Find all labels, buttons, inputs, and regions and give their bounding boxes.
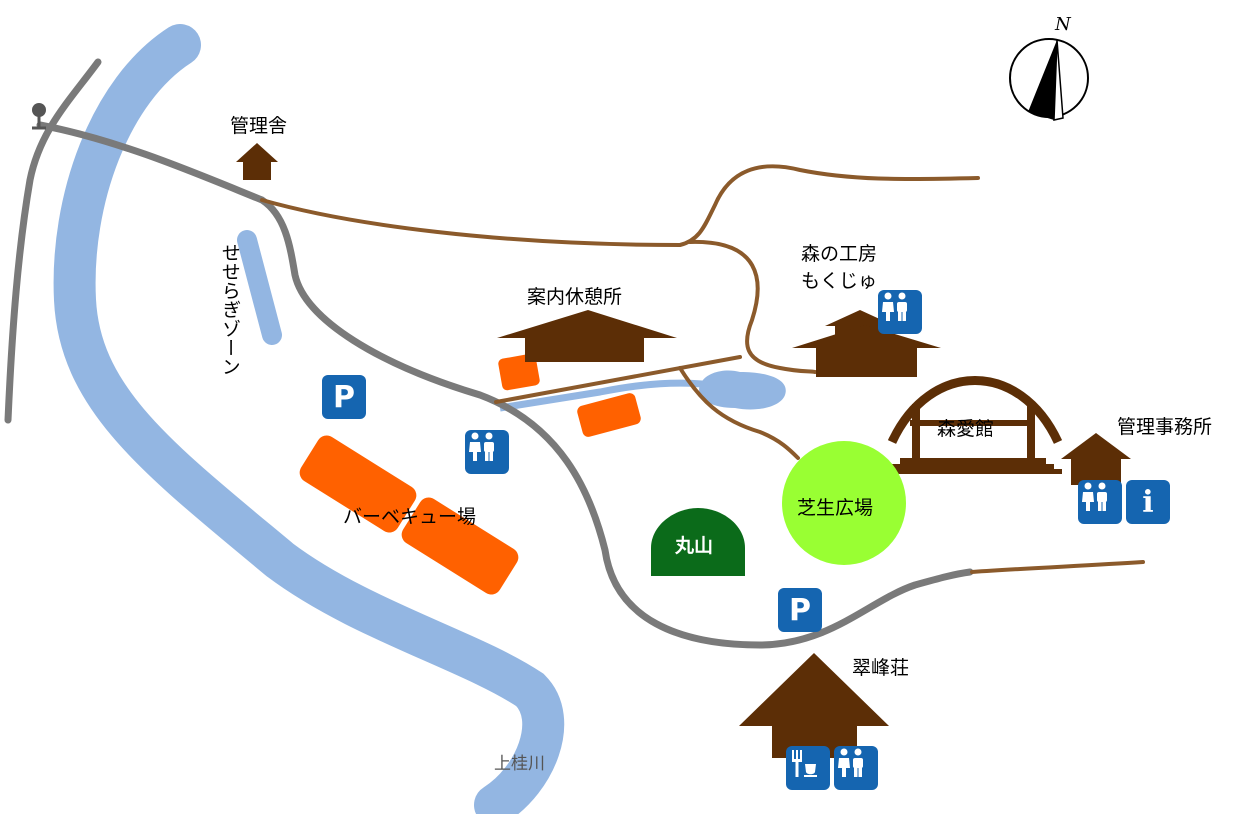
kanrisha-label: 管理舎 — [230, 115, 288, 137]
annai-kyukeisho-label: 案内休憩所 — [527, 286, 623, 308]
maruyama-hill — [651, 508, 745, 576]
mori-no-koubou-label: 森の工房 — [801, 243, 878, 265]
main-road — [4, 58, 102, 424]
restroom-icon[interactable] — [1078, 480, 1122, 524]
restroom-icon[interactable] — [878, 290, 922, 334]
river-kamikatsura — [53, 24, 565, 814]
seseragi-channel — [237, 230, 282, 345]
bbq-label: バーベキュー場 — [343, 506, 477, 528]
shinaikan-building — [886, 376, 1063, 474]
mokuju-label: もくじゅ — [801, 270, 878, 292]
parking-icon[interactable]: P — [778, 588, 822, 632]
bus-stop-icon — [32, 103, 46, 130]
parking-letter: P — [333, 379, 355, 415]
parking-letter: P — [789, 592, 811, 628]
bbq-areas — [299, 353, 641, 595]
shibafu-lawn — [782, 441, 906, 565]
seseragi-zone-label: せせらぎゾーン — [218, 243, 241, 376]
trails — [260, 164, 1145, 574]
shibafu-hiroba-label: 芝生広場 — [797, 497, 874, 519]
mori-no-koubou-building — [792, 310, 941, 377]
kamikatsura-river-label: 上桂川 — [494, 754, 545, 774]
restroom-icon[interactable] — [834, 746, 878, 790]
pond — [699, 370, 786, 410]
compass-north-label: N — [1055, 14, 1071, 35]
info-icon[interactable]: i — [1126, 480, 1170, 524]
annai-building — [497, 310, 677, 362]
shinaikan-label: 森愛館 — [937, 418, 995, 440]
kanrisha-building — [236, 143, 278, 180]
restroom-icon[interactable] — [465, 430, 509, 474]
info-letter: i — [1142, 484, 1154, 520]
compass-icon — [1009, 38, 1089, 121]
suihouso-label: 翠峰荘 — [852, 657, 910, 679]
kanri-jimusho-building — [1061, 433, 1131, 485]
restaurant-icon[interactable] — [786, 746, 830, 790]
parking-icon[interactable]: P — [322, 375, 366, 419]
kanri-jimusho-label: 管理事務所 — [1117, 416, 1213, 438]
maruyama-label: 丸山 — [675, 535, 714, 557]
